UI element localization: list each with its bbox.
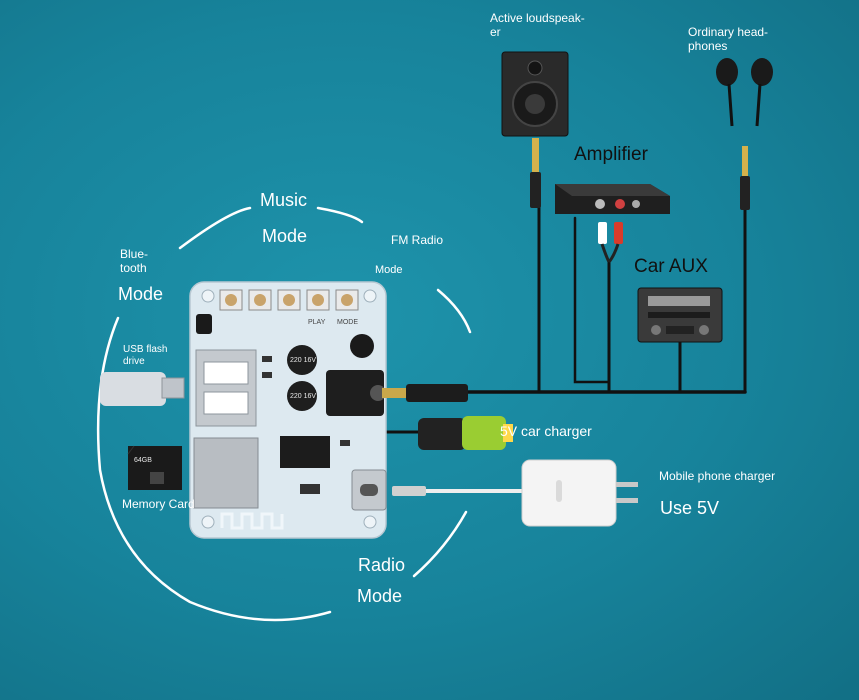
memory-card-icon — [127, 445, 182, 490]
ordinary-headphones-label-line1: Ordinary head- — [688, 25, 769, 39]
car-aux-label: Car AUX — [634, 256, 708, 277]
active-loudspeaker-label-line1: Active loudspeak- — [490, 11, 585, 25]
mode-arc-bottom-right — [412, 510, 468, 578]
amplifier-icon — [555, 184, 670, 214]
capacitor-2-label: 220 16V — [290, 393, 316, 400]
active-loudspeaker-label-line2: er — [490, 25, 501, 39]
amplifier-label: Amplifier — [574, 144, 648, 165]
car-aux-icon — [637, 287, 723, 343]
usb-flash-label-line1: USB flash — [123, 344, 168, 355]
headphones-icon — [716, 58, 773, 210]
mode-arc-top — [178, 206, 252, 250]
ordinary-headphones-label-line2: phones — [688, 39, 728, 53]
phone-charger-icon — [392, 459, 638, 527]
mode-arc-top-right — [316, 206, 364, 224]
radio-mode-label: Mode — [357, 586, 403, 606]
audio-plug-icon — [382, 384, 468, 402]
usb-drive-icon — [100, 372, 185, 406]
mode-arc-right — [436, 288, 472, 334]
memory-card-label: Memory Card — [122, 497, 195, 511]
bluetooth-label-line1: Blue- — [120, 247, 149, 261]
rca-plugs-icon — [598, 222, 623, 263]
cables — [346, 206, 747, 493]
play-key-label: PLAY — [308, 319, 326, 326]
music-mode-label: Mode — [262, 226, 308, 246]
sd-card-label: 64GB — [134, 457, 152, 464]
capacitor-1-label: 220 16V — [290, 357, 316, 364]
phone-charger-label: Mobile phone charger — [659, 469, 776, 483]
bluetooth-board — [189, 281, 387, 539]
radio-label: Radio — [358, 555, 406, 575]
bluetooth-mode-label: Mode — [118, 284, 164, 304]
loudspeaker-icon — [501, 51, 569, 208]
fm-mode-label: Mode — [375, 264, 403, 276]
fm-radio-label: FM Radio — [391, 233, 444, 247]
usb-flash-label-line2: drive — [123, 356, 145, 367]
mode-key-label: MODE — [337, 319, 358, 326]
board-buttons — [219, 289, 359, 311]
car-charger-icon — [418, 416, 513, 450]
bluetooth-label-line2: tooth — [120, 261, 147, 275]
board-text: 220 16V 220 16V 64GB MODE PLAY — [134, 319, 358, 464]
use-5v-label: Use 5V — [660, 498, 720, 518]
car-charger-label: 5V car charger — [500, 423, 592, 439]
amplifier-cable — [573, 216, 611, 384]
music-label: Music — [260, 190, 308, 210]
